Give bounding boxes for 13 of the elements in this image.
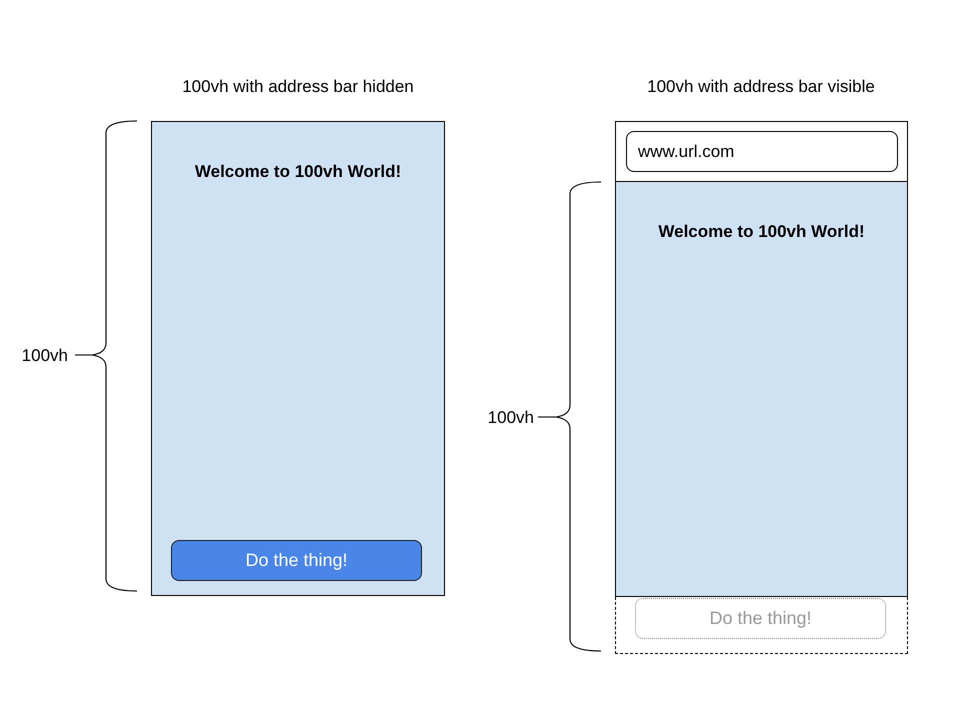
- heading: Welcome to 100vh World!: [658, 221, 865, 242]
- caption: 100vh with address bar hidden: [182, 76, 414, 98]
- action-button: Do the thing!: [171, 540, 422, 581]
- viewport-screen: [151, 121, 445, 596]
- viewport-screen: [615, 181, 908, 597]
- caption: 100vh with address bar visible: [647, 76, 875, 98]
- url-field: www.url.com: [626, 131, 898, 172]
- heading: Welcome to 100vh World!: [194, 161, 402, 182]
- dashed-region: [615, 597, 908, 654]
- faded-button: Do the thing!: [635, 598, 886, 639]
- dimension-label: 100vh: [488, 407, 534, 428]
- dimension-label: 100vh: [22, 345, 68, 366]
- address-bar: [615, 121, 908, 182]
